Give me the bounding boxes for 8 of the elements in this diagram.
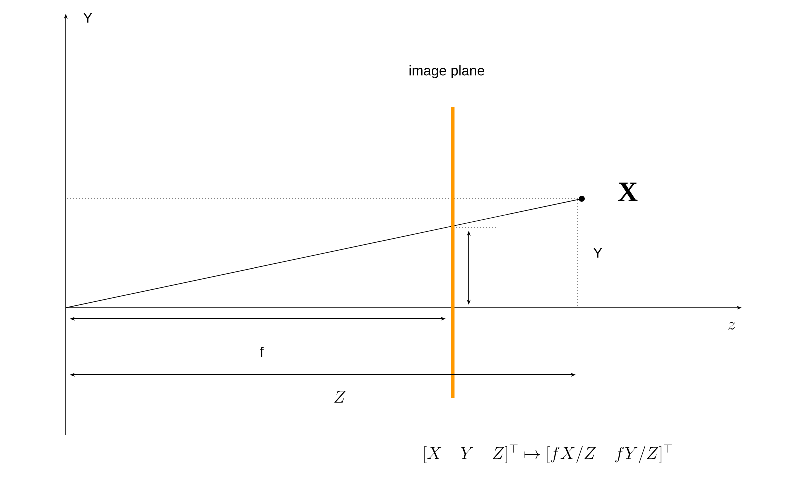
distance-label: f (260, 346, 264, 358)
height-label: Y (594, 248, 602, 258)
projection-formula: $[X \quad Y \quad Z]^\top \mapsto [fX/Z \quad fY/Z]^\top$ (424, 444, 672, 464)
distance-label: $Z$ (334, 391, 346, 403)
plane-label: image plane (410, 65, 484, 79)
point-label: X (618, 182, 638, 202)
axis-label: $z$ (728, 322, 736, 330)
axis-label: Y (84, 13, 92, 23)
